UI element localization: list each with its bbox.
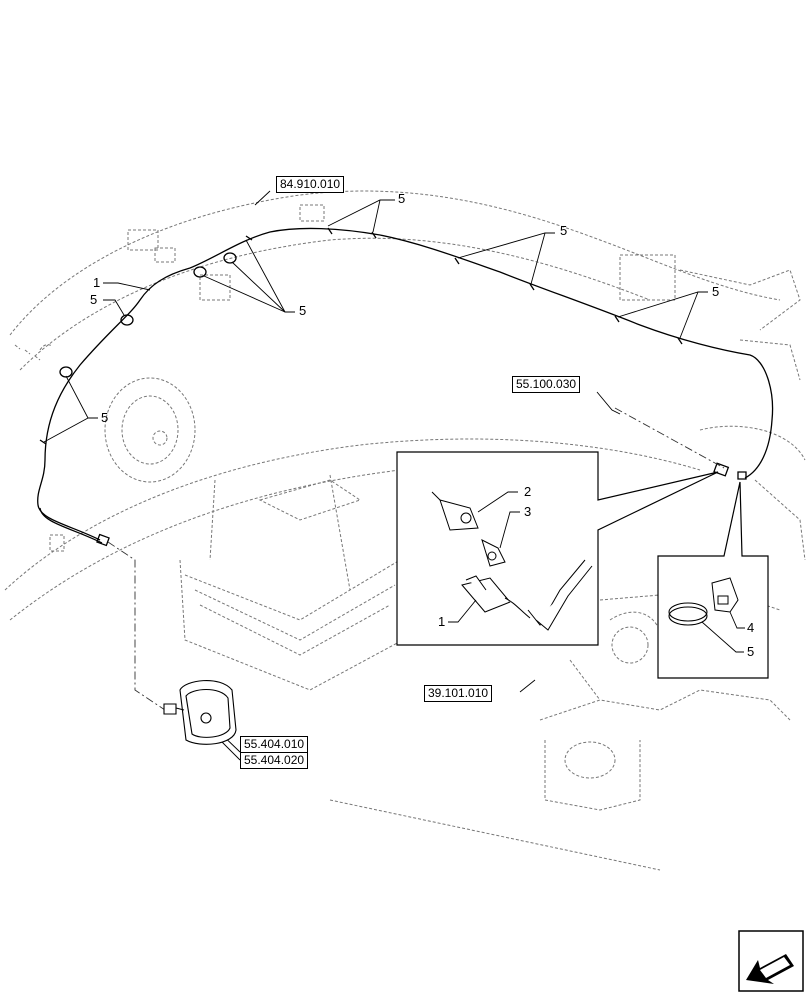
reference-label-stack[interactable]: 55.404.010 55.404.020 — [240, 736, 309, 769]
callout-number: 3 — [524, 504, 532, 519]
leader-lines — [44, 191, 708, 760]
sensor-switch — [482, 540, 505, 566]
sensor-connector — [462, 560, 592, 630]
work-light — [164, 681, 236, 745]
callout-number: 1 — [438, 614, 446, 629]
reference-label[interactable]: 55.404.010 — [244, 737, 305, 751]
detail-view-clip — [658, 482, 768, 678]
reference-label[interactable]: 39.101.010 — [424, 685, 493, 702]
callout-number: 5 — [398, 191, 406, 206]
reference-label[interactable]: 55.404.020 — [241, 752, 308, 768]
machine-outline — [5, 191, 805, 870]
callout-number: 1 — [93, 275, 101, 290]
callout-number: 5 — [299, 303, 307, 318]
reference-label[interactable]: 55.100.030 — [512, 376, 581, 393]
cable-tie — [669, 603, 707, 625]
callout-number: 4 — [747, 620, 755, 635]
callout-number: 5 — [560, 223, 568, 238]
callout-number: 5 — [712, 284, 720, 299]
callout-number: 5 — [747, 644, 755, 659]
reference-label[interactable]: 84.910.010 — [276, 176, 345, 193]
clip-holder — [712, 578, 738, 612]
sensor-bracket — [432, 492, 478, 530]
arrow-icon[interactable] — [738, 930, 804, 992]
callout-number: 5 — [101, 410, 109, 425]
main-harness — [38, 228, 773, 545]
callout-number: 2 — [524, 484, 532, 499]
callout-number: 5 — [90, 292, 98, 307]
detail-view-sensor — [397, 452, 718, 645]
